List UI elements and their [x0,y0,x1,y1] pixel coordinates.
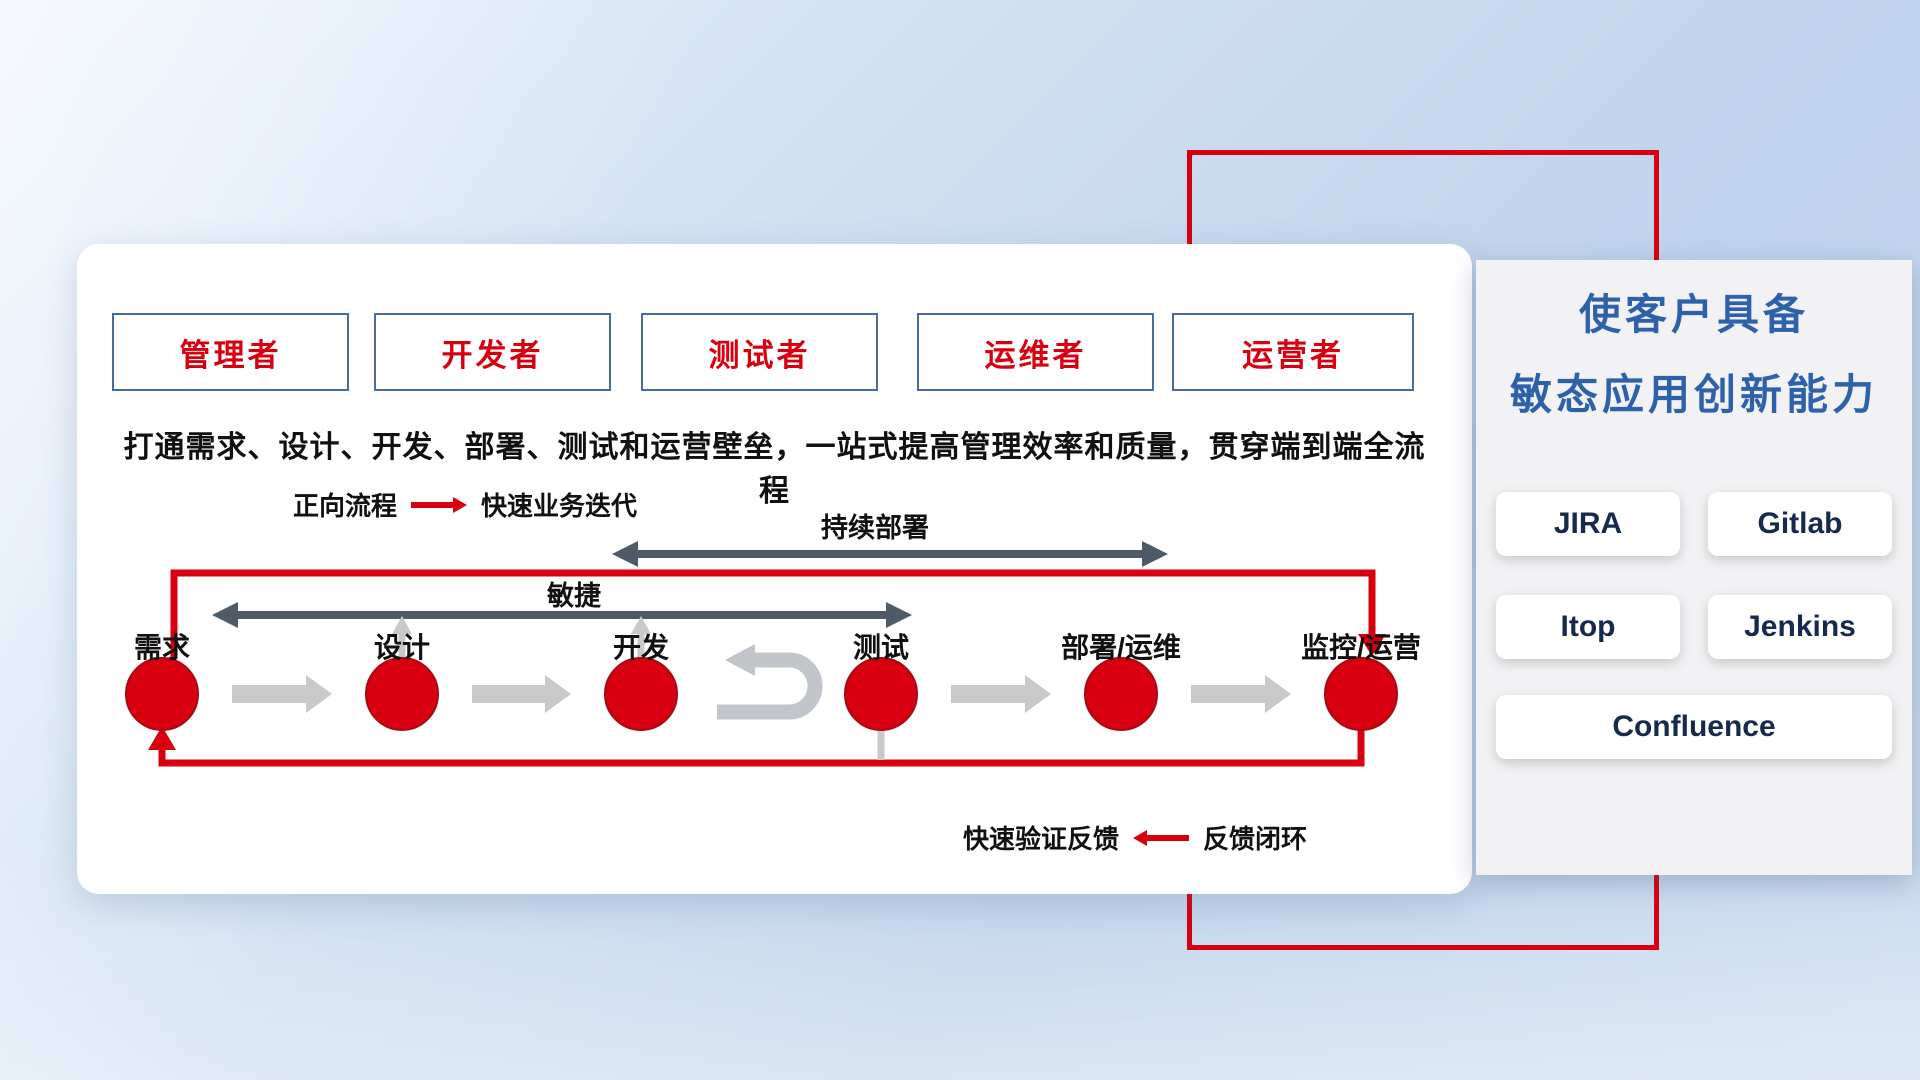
forward-flow-label: 正向流程 [293,491,398,521]
flow-node-circle [844,657,918,731]
flow-node-circle [365,657,439,731]
flow-node-circle [1324,657,1398,731]
tool-box-itop: Itop [1496,595,1680,659]
role-label: 运营者 [1242,337,1344,373]
devops-flow-card: 管理者 开发者 测试者 运维者 运营者 打通需求、设计、开发、部署、测试和运营壁… [77,244,1472,894]
role-label: 管理者 [179,337,282,373]
flow-step-arrow-icon [1191,675,1291,713]
node-label-testing: 测试 [852,632,909,663]
flow-diagram [125,541,1398,767]
dev-iteration-arrow-icon [631,616,651,658]
feedback-label: 反馈闭环 [1203,824,1308,854]
panel-title-line2: 敏态应用创新能力 [1509,371,1878,418]
tool-box-gitlab: Gitlab [1708,492,1892,556]
agile-label: 敏捷 [547,581,601,611]
flow-step-arrow-icon [951,675,1051,713]
feedback-loop-line [148,726,1365,767]
node-label-monitor-ops: 监控/运营 [1301,632,1421,663]
role-label: 开发者 [441,337,544,373]
flow-node-circle [1084,657,1158,731]
role-label: 测试者 [708,337,811,373]
legend-feedback-loop: 快速验证反馈 反馈闭环 [963,819,1307,856]
iteration-loop-icon [717,644,823,720]
node-label-requirements: 需求 [133,632,190,663]
flow-step-arrow-icon [232,675,332,713]
tool-box-jira: JIRA [1496,492,1680,556]
card-subtitle: 打通需求、设计、开发、部署、测试和运营壁垒，一站式提高管理效率和质量，贯穿端到端… [123,431,1426,508]
role-box-developer: 开发者 [374,313,611,391]
agile-arrow [212,602,912,628]
forward-arrow-icon [411,496,468,513]
feedback-desc: 快速验证反馈 [963,824,1120,854]
continuous-deploy-label: 持续部署 [821,513,929,543]
forward-flow-desc: 快速业务迭代 [481,491,638,521]
panel-title-line1: 使客户具备 [1578,291,1809,338]
role-box-ops: 运维者 [917,313,1154,391]
node-label-development: 开发 [612,632,669,663]
flow-step-arrow-icon [472,675,571,713]
node-label-design: 设计 [373,632,430,663]
feedback-arrow-icon [1133,829,1190,846]
continuous-deploy-arrow [612,541,1168,567]
capability-panel: 使客户具备 敏态应用创新能力 JIRA Gitlab Itop Jenkins … [1476,260,1912,875]
legend-forward-flow: 正向流程 快速业务迭代 [293,486,637,523]
tool-box-jenkins: Jenkins [1708,595,1892,659]
flow-node-circle [604,657,678,731]
role-box-tester: 测试者 [641,313,878,391]
node-label-deploy-ops: 部署/运维 [1061,632,1181,663]
role-label: 运维者 [984,337,1087,373]
tool-box-confluence: Confluence [1496,695,1892,759]
forward-flow-line [170,569,1386,658]
design-iteration-arrow-icon [392,616,412,658]
role-box-manager: 管理者 [112,313,349,391]
flow-node-circle [125,657,199,731]
role-box-operator: 运营者 [1172,313,1414,391]
